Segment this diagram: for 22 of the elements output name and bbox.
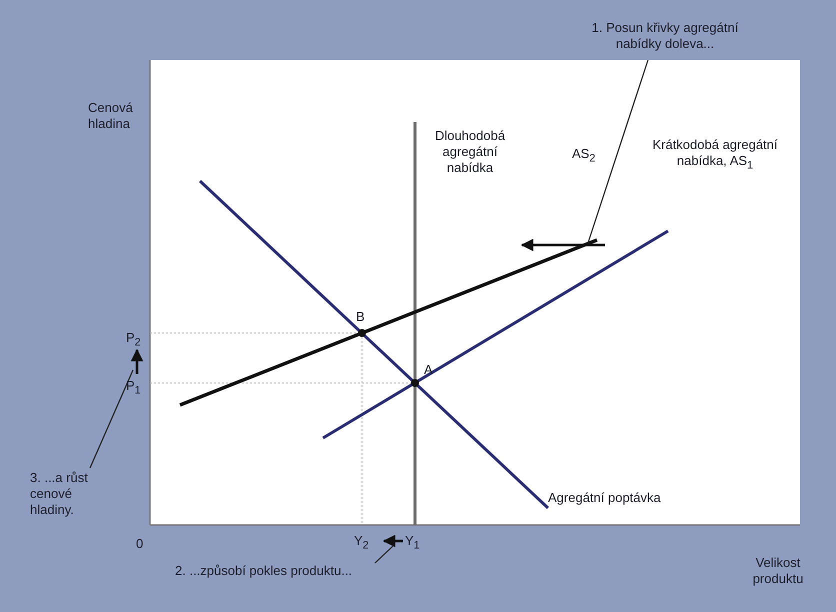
leader-line: [89, 370, 134, 468]
callout-text: 1. Posun křivky agregátní nabídky doleva...: [585, 20, 745, 52]
axis-value: Y$_{1}$: [405, 533, 421, 554]
curve-label: Krátkodobá agregátní nabídka, AS$_{1}$: [651, 137, 779, 174]
axis-label: Cenová hladina: [88, 100, 134, 132]
axis-value: P$_{1}$: [126, 378, 142, 399]
axis-value: P$_{2}$: [126, 330, 142, 351]
curve-label: Dlouhodobá agregátní nabídka: [434, 128, 506, 176]
point-label: A: [424, 362, 434, 378]
point-label: B: [356, 309, 366, 325]
leader-line: [587, 60, 649, 244]
shift-arrow: [130, 348, 144, 374]
curve-label: Agregátní poptávka: [548, 490, 662, 506]
callout-text: 2. ...způsobí pokles produktu...: [175, 563, 375, 579]
shift-arrow: [382, 534, 403, 548]
axis-value: 0: [136, 536, 144, 552]
leader-line: [374, 546, 394, 564]
callout-text: 3. ...a růst cenové hladiny.: [30, 470, 110, 518]
shift-arrow: [520, 238, 605, 252]
curve-label: AS$_{2}$: [572, 146, 596, 167]
axis-label: Velikost produktu: [752, 555, 804, 587]
axis-value: Y$_{2}$: [354, 533, 370, 554]
